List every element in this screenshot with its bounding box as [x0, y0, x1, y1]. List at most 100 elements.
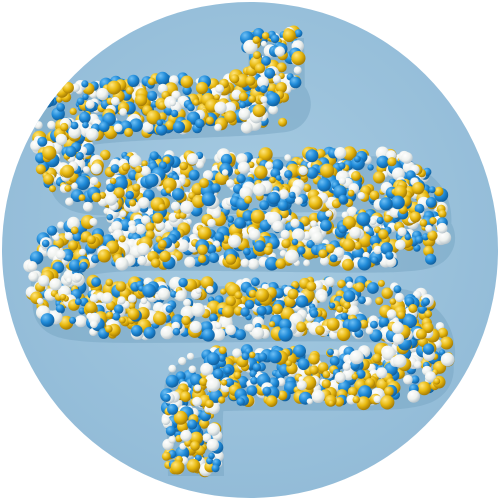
bead-blue	[79, 261, 88, 270]
bead-white	[180, 200, 194, 214]
bead-yellow	[253, 51, 261, 60]
bead-white	[251, 327, 265, 340]
bead-white	[161, 416, 171, 426]
bead-blue	[74, 298, 82, 306]
bead-yellow	[381, 287, 393, 299]
bead-white	[141, 215, 151, 225]
bead-white	[207, 218, 216, 228]
bead-white	[284, 249, 299, 264]
bead-yellow	[100, 149, 111, 161]
bead-yellow	[383, 214, 392, 223]
bead-yellow	[127, 308, 140, 321]
bead-yellow	[245, 75, 256, 86]
bead-blue	[110, 164, 120, 174]
bead-white	[119, 108, 127, 116]
bead-white	[274, 46, 285, 57]
bead-blue	[159, 161, 168, 170]
bead-blue	[297, 358, 310, 371]
bead-white	[90, 320, 98, 329]
bead-yellow	[269, 321, 276, 328]
bead-white	[221, 169, 229, 176]
bead-white	[310, 220, 318, 228]
bead-white	[260, 96, 268, 104]
bead-white	[373, 245, 383, 255]
bead-blue	[213, 368, 224, 380]
bead-white	[117, 296, 126, 305]
bead-blue	[187, 419, 198, 430]
bead-yellow	[158, 203, 166, 211]
bead-white	[28, 271, 39, 282]
bead-yellow	[84, 301, 97, 314]
bead-blue	[309, 309, 319, 318]
bead-yellow	[321, 379, 331, 389]
bead-yellow	[220, 288, 227, 295]
bead-white	[206, 377, 221, 392]
bead-blue	[371, 256, 379, 264]
bead-yellow	[128, 302, 136, 310]
bead-white	[248, 258, 260, 270]
bead-white	[342, 362, 351, 371]
bead-yellow	[159, 250, 171, 263]
bead-white	[225, 324, 237, 336]
bead-white	[395, 239, 406, 251]
bead-white	[376, 367, 388, 379]
bead-blue	[338, 162, 346, 170]
bead-blue	[271, 159, 284, 172]
bead-yellow	[347, 189, 355, 197]
bead-yellow	[106, 311, 114, 319]
bead-yellow	[285, 360, 292, 367]
bead-white	[47, 120, 56, 130]
bead-white	[298, 166, 308, 176]
bead-yellow	[255, 288, 269, 303]
bead-blue	[253, 240, 266, 252]
bead-yellow	[180, 75, 194, 89]
bead-yellow	[43, 173, 54, 185]
bead-yellow	[124, 127, 134, 137]
bead-yellow	[59, 293, 67, 301]
bead-blue	[306, 167, 319, 179]
bead-white	[78, 248, 86, 256]
bead-yellow	[132, 183, 141, 192]
bead-blue	[165, 374, 179, 388]
bead-white	[349, 350, 364, 365]
bead-blue	[264, 256, 279, 271]
bead-blue	[236, 397, 245, 406]
bead-white	[55, 249, 66, 260]
bead-yellow	[192, 195, 205, 208]
bead-white	[140, 166, 151, 177]
bead-yellow	[225, 295, 236, 307]
bead-yellow	[261, 32, 270, 40]
bead-yellow	[152, 212, 164, 224]
bead-blue	[79, 111, 91, 124]
bead-white	[135, 223, 146, 235]
bead-yellow	[192, 99, 200, 106]
bead-blue	[376, 155, 390, 169]
bead-blue	[240, 307, 250, 317]
bead-white	[170, 201, 181, 211]
bead-blue	[354, 155, 361, 163]
bead-yellow	[275, 258, 287, 270]
bead-white	[212, 327, 226, 341]
bead-white	[191, 302, 206, 317]
bead-blue	[393, 285, 402, 294]
bead-blue	[171, 188, 185, 201]
bead-blue	[91, 254, 100, 264]
bead-blue	[41, 239, 50, 248]
bead-blue	[249, 370, 258, 378]
bead-blue	[411, 375, 420, 384]
bead-yellow	[306, 281, 317, 292]
bead-blue	[209, 313, 218, 323]
bead-white	[319, 256, 330, 266]
bead-blue	[415, 235, 423, 244]
bead-blue	[338, 225, 347, 234]
bead-blue	[170, 109, 179, 118]
bead-blue	[201, 192, 216, 207]
bead-blue	[329, 254, 338, 263]
bead-white	[214, 322, 222, 330]
bead-white	[393, 354, 407, 368]
bead-yellow	[263, 246, 273, 255]
bead-blue	[275, 175, 282, 181]
bead-yellow	[252, 36, 261, 44]
bead-blue	[187, 103, 195, 112]
